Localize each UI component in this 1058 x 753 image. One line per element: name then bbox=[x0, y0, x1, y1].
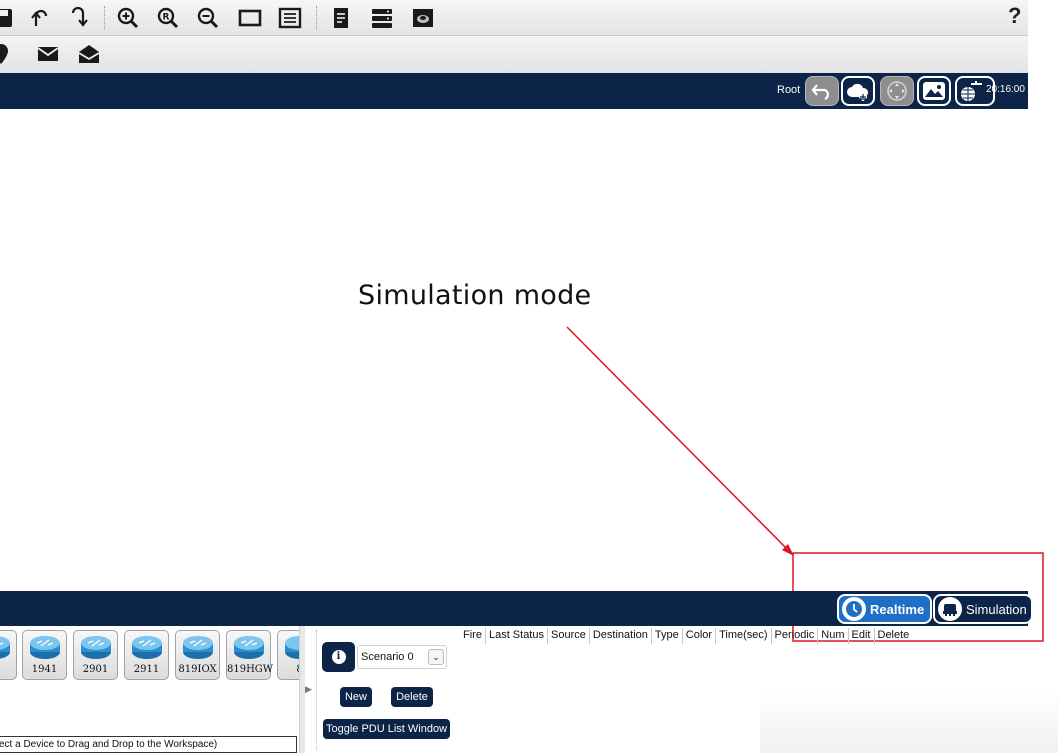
col-delete: Delete bbox=[873, 628, 913, 644]
clock-icon bbox=[842, 597, 866, 621]
device-label: 2911 bbox=[133, 664, 160, 675]
device-router-819iox[interactable]: 819IOX bbox=[175, 630, 220, 680]
delete-scenario-button[interactable]: Delete bbox=[391, 687, 433, 707]
device-router-partial-right[interactable]: 8 bbox=[277, 630, 303, 680]
help-button[interactable]: ? bbox=[1008, 3, 1022, 28]
palette-status-text: ect a Device to Drag and Drop to the Wor… bbox=[0, 736, 297, 753]
col-source: Source bbox=[547, 628, 589, 644]
col-type: Type bbox=[650, 628, 682, 644]
stopwatch-icon bbox=[938, 597, 962, 621]
device-palette: 1 1941 2901 2911 819IOX 819HGW 8 bbox=[0, 626, 303, 736]
realtime-mode-button[interactable]: Realtime bbox=[837, 594, 932, 624]
info-button[interactable]: i bbox=[322, 642, 355, 672]
toggle-pdu-list-button[interactable]: Toggle PDU List Window bbox=[323, 719, 450, 739]
simulation-label: Simulation bbox=[966, 601, 1027, 617]
annotation-arrow bbox=[566, 326, 791, 553]
undo-icon[interactable] bbox=[27, 5, 53, 31]
col-fire: Fire bbox=[463, 629, 482, 641]
device-router-2901[interactable]: 2901 bbox=[73, 630, 118, 680]
device-label: 1941 bbox=[31, 664, 58, 675]
back-icon[interactable] bbox=[805, 76, 839, 106]
simulation-mode-button[interactable]: Simulation bbox=[933, 594, 1033, 624]
router-icon bbox=[0, 636, 10, 659]
custom-devices-icon[interactable] bbox=[277, 5, 303, 31]
expand-arrow-icon[interactable]: ▶ bbox=[305, 684, 312, 694]
viewport-icon[interactable] bbox=[955, 76, 995, 106]
drawing-palette-icon[interactable] bbox=[237, 5, 263, 31]
annotation-label: Simulation mode bbox=[358, 280, 592, 311]
cloud-add-icon[interactable] bbox=[841, 76, 875, 106]
pdu-table-header: Fire Last Status Source Destination Type… bbox=[460, 628, 912, 644]
workspace-navbar: Root 20:16:00 bbox=[0, 73, 1028, 109]
device-label: 819IOX bbox=[178, 664, 217, 675]
router-icon bbox=[183, 636, 213, 659]
svg-text:R: R bbox=[163, 13, 170, 23]
panel-shadow bbox=[760, 690, 1058, 753]
annotation-arrowhead bbox=[782, 544, 794, 556]
save-icon[interactable] bbox=[0, 5, 16, 31]
router-icon bbox=[30, 636, 60, 659]
background-image-icon[interactable] bbox=[917, 76, 951, 106]
device-router-1941[interactable]: 1941 bbox=[22, 630, 67, 680]
router-icon bbox=[81, 636, 111, 659]
zoom-out-icon[interactable] bbox=[195, 5, 221, 31]
router-icon bbox=[132, 636, 162, 659]
router-icon bbox=[234, 636, 264, 659]
panel-splitter[interactable] bbox=[299, 626, 305, 753]
mode-bar: Realtime Simulation bbox=[0, 591, 1033, 626]
place-note-icon[interactable] bbox=[0, 41, 14, 67]
rack-icon[interactable] bbox=[369, 5, 395, 31]
device-router-partial[interactable]: 1 bbox=[0, 630, 17, 680]
col-edit: Edit bbox=[847, 628, 874, 644]
device-label: 2901 bbox=[82, 664, 109, 675]
root-label: Root bbox=[777, 84, 801, 96]
move-icon[interactable] bbox=[880, 76, 914, 106]
col-last-status: Last Status bbox=[484, 628, 547, 644]
col-periodic: Periodic bbox=[770, 628, 818, 644]
redo-icon[interactable] bbox=[66, 5, 92, 31]
realtime-label: Realtime bbox=[870, 601, 925, 617]
divider bbox=[316, 630, 317, 750]
device-router-2911[interactable]: 2911 bbox=[124, 630, 169, 680]
simple-pdu-icon[interactable] bbox=[35, 41, 61, 67]
col-num: Num bbox=[817, 628, 847, 644]
clock-time: 20:16:00 bbox=[986, 84, 1025, 95]
zoom-reset-icon[interactable]: R bbox=[155, 5, 181, 31]
notes-icon[interactable] bbox=[328, 5, 354, 31]
col-time: Time(sec) bbox=[715, 628, 770, 644]
info-icon: i bbox=[331, 650, 346, 664]
complex-pdu-icon[interactable] bbox=[76, 41, 102, 67]
scenario-select[interactable]: Scenario 0 ⌄ bbox=[357, 645, 447, 669]
chevron-down-icon: ⌄ bbox=[428, 649, 444, 665]
zoom-in-icon[interactable] bbox=[115, 5, 141, 31]
scenario-value: Scenario 0 bbox=[361, 651, 414, 663]
device-label: 1 bbox=[0, 664, 16, 675]
col-color: Color bbox=[681, 628, 715, 644]
router-icon bbox=[285, 636, 303, 659]
col-destination: Destination bbox=[588, 628, 651, 644]
device-router-819hgw[interactable]: 819HGW bbox=[226, 630, 274, 680]
main-toolbar: R ? bbox=[0, 0, 1028, 36]
cluster-icon[interactable] bbox=[410, 5, 436, 31]
new-scenario-button[interactable]: New bbox=[340, 687, 372, 707]
device-label: 819HGW bbox=[227, 664, 274, 675]
secondary-toolbar bbox=[0, 36, 1028, 73]
